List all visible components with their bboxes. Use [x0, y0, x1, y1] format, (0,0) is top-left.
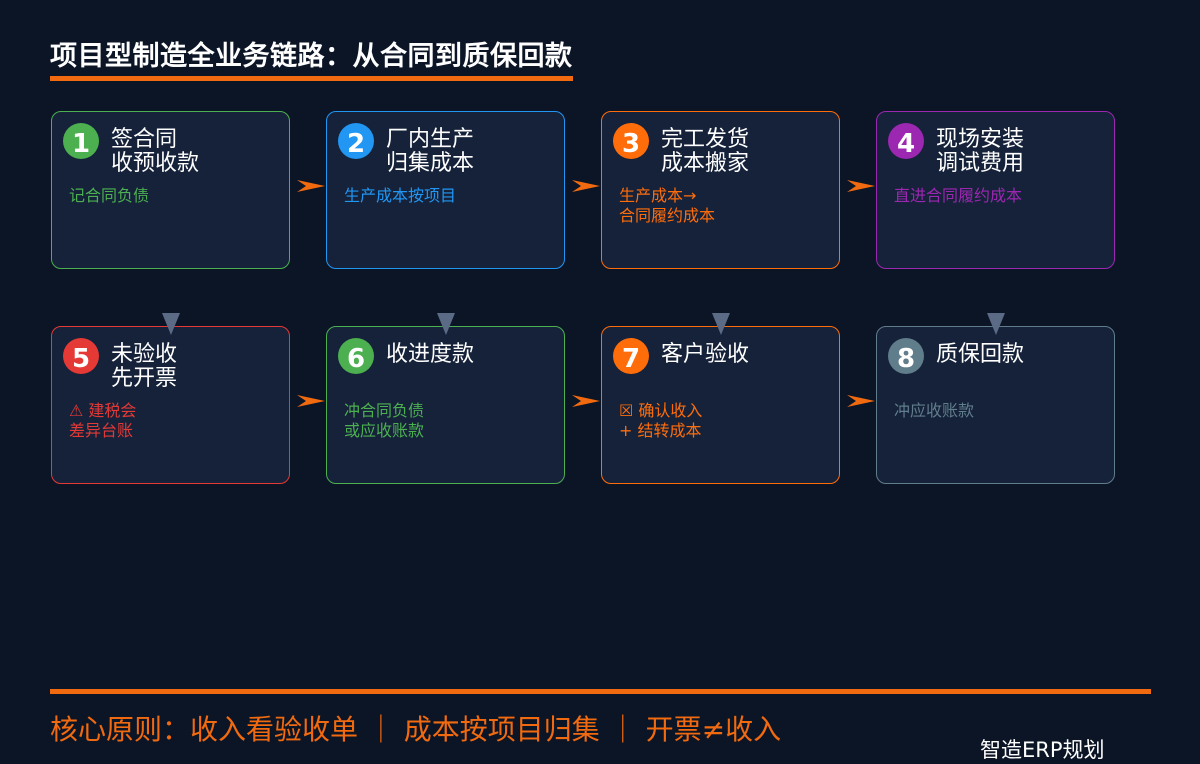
step-title: 未验收先开票 — [111, 343, 177, 391]
step-description-line: 记合同负债 — [69, 186, 150, 205]
step-title-line: 收进度款 — [386, 342, 475, 367]
flow-arrow-down — [162, 313, 180, 335]
step-title-line: 归集成本 — [386, 151, 475, 176]
step-card-1: 1 签合同收预收款记合同负债 — [51, 111, 290, 269]
step-description-line: 合同履约成本 — [619, 206, 716, 225]
flow-arrow-right — [572, 395, 600, 407]
step-description-line: 差异台账 — [69, 421, 134, 440]
step-description: 生产成本→合同履约成本 — [619, 186, 715, 226]
flow-arrow-right — [297, 395, 325, 407]
step-description: 直进合同履约成本 — [894, 186, 1022, 206]
step-description-line: ☒ 确认收入 — [619, 401, 703, 420]
step-title-line: 质保回款 — [936, 342, 1025, 367]
step-description-line: 或应收账款 — [344, 421, 425, 440]
step-description: ⚠ 建税会差异台账 — [69, 401, 136, 441]
step-title-line: 完工发货 — [661, 127, 750, 152]
step-title-line: 厂内生产 — [386, 127, 475, 152]
step-description: 生产成本按项目 — [344, 186, 456, 206]
step-number-badge: 5 — [63, 338, 99, 374]
step-description: 冲合同负债或应收账款 — [344, 401, 424, 441]
brand-label: 智造ERP规划 — [980, 738, 1105, 762]
step-card-4: 4 现场安装调试费用直进合同履约成本 — [876, 111, 1115, 269]
step-number-badge: 7 — [613, 338, 649, 374]
step-title-line: 现场安装 — [936, 127, 1025, 152]
step-title-line: 未验收 — [111, 342, 178, 367]
step-card-2: 2 厂内生产归集成本生产成本按项目 — [326, 111, 565, 269]
step-description-line: 生产成本→ — [619, 186, 697, 205]
flow-arrow-down — [987, 313, 1005, 335]
flow-arrow-right — [297, 180, 325, 192]
step-title-line: 收预收款 — [111, 151, 200, 176]
step-number-badge: 2 — [338, 123, 374, 159]
step-title-line: 先开票 — [111, 366, 178, 391]
step-number-badge: 4 — [888, 123, 924, 159]
flow-arrow-right — [572, 180, 600, 192]
step-title-line: 客户验收 — [661, 342, 750, 367]
step-title: 厂内生产归集成本 — [386, 128, 474, 176]
step-title: 质保回款 — [936, 343, 1024, 367]
step-description-line: ⚠ 建税会 — [69, 401, 137, 420]
flow-arrow-right — [847, 180, 875, 192]
page-title: 项目型制造全业务链路：从合同到质保回款 — [50, 34, 573, 81]
step-description-line: 直进合同履约成本 — [894, 186, 1023, 205]
step-card-7: 7 客户验收 ☒ 确认收入+ 结转成本 — [601, 326, 840, 484]
step-card-6: 6 收进度款冲合同负债或应收账款 — [326, 326, 565, 484]
step-title-line: 成本搬家 — [661, 151, 750, 176]
step-description: ☒ 确认收入+ 结转成本 — [619, 401, 702, 441]
flow-arrow-down — [437, 313, 455, 335]
step-description: 记合同负债 — [69, 186, 149, 206]
step-number-badge: 3 — [613, 123, 649, 159]
step-title: 收进度款 — [386, 343, 474, 367]
step-number-badge: 1 — [63, 123, 99, 159]
flow-arrow-right — [847, 395, 875, 407]
step-card-5: 5 未验收先开票 ⚠ 建税会差异台账 — [51, 326, 290, 484]
step-title: 签合同收预收款 — [111, 128, 199, 176]
bottom-divider — [50, 689, 1151, 694]
step-title-line: 调试费用 — [936, 151, 1025, 176]
step-card-8: 8 质保回款冲应收账款 — [876, 326, 1115, 484]
step-title: 客户验收 — [661, 343, 749, 367]
step-description-line: 生产成本按项目 — [344, 186, 457, 205]
step-title: 现场安装调试费用 — [936, 128, 1024, 176]
step-title-line: 签合同 — [111, 127, 178, 152]
step-description-line: 冲合同负债 — [344, 401, 425, 420]
core-principle: 核心原则：收入看验收单 ｜ 成本按项目归集 ｜ 开票≠收入 — [50, 713, 782, 746]
step-number-badge: 8 — [888, 338, 924, 374]
step-description-line: + 结转成本 — [619, 421, 702, 440]
step-description: 冲应收账款 — [894, 401, 974, 421]
step-title: 完工发货成本搬家 — [661, 128, 749, 176]
flow-arrow-down — [712, 313, 730, 335]
step-number-badge: 6 — [338, 338, 374, 374]
step-description-line: 冲应收账款 — [894, 401, 975, 420]
step-card-3: 3 完工发货成本搬家生产成本→合同履约成本 — [601, 111, 840, 269]
